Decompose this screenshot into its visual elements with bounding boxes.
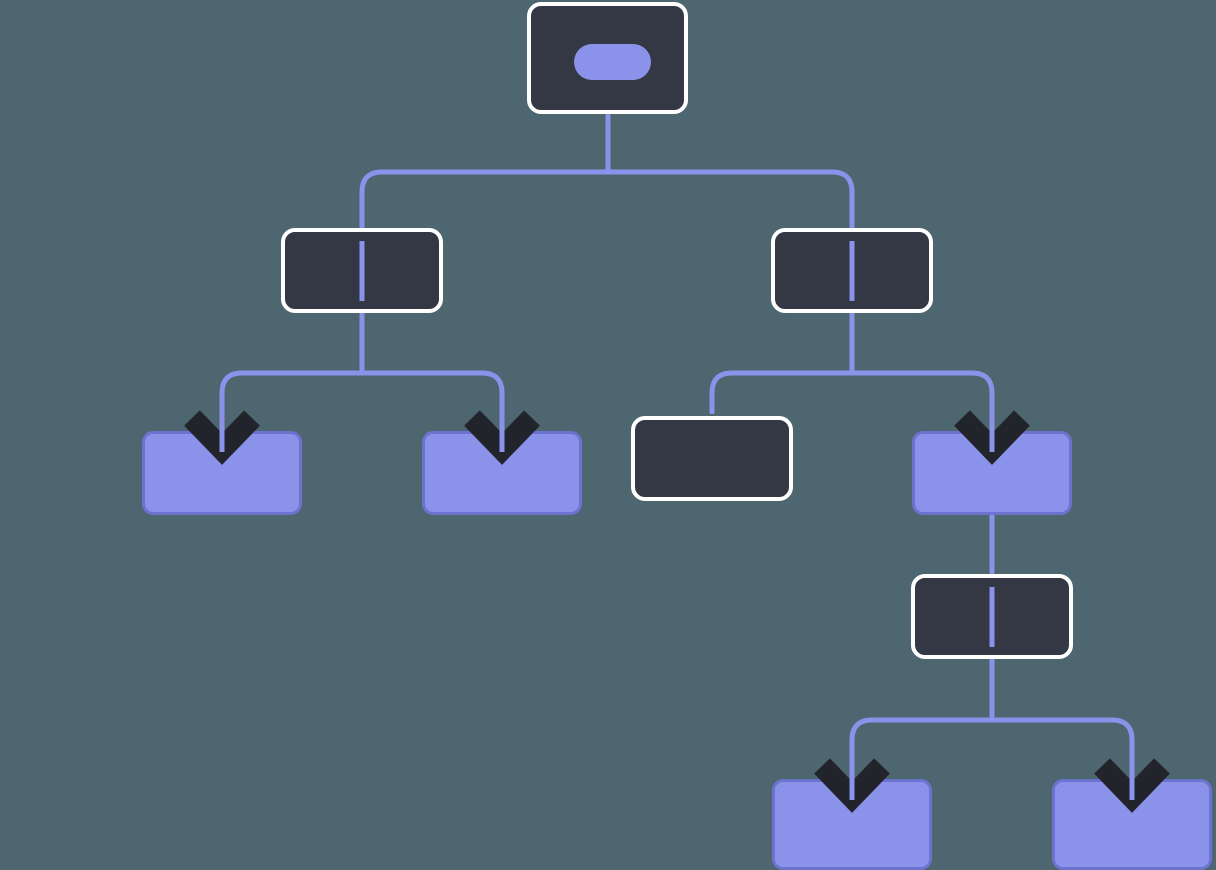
- node-branch-right[interactable]: [771, 228, 933, 313]
- root-pill-shape: [574, 44, 651, 80]
- node-root[interactable]: [527, 2, 688, 114]
- node-branch-left[interactable]: [281, 228, 443, 313]
- node-leaf-1[interactable]: [142, 431, 302, 515]
- node-dark-5[interactable]: [911, 574, 1073, 659]
- node-dark-3[interactable]: [631, 416, 793, 501]
- node-leaf-4[interactable]: [912, 431, 1072, 515]
- node-leaf-2[interactable]: [422, 431, 582, 515]
- node-leaf-5[interactable]: [772, 779, 932, 870]
- node-leaf-6[interactable]: [1052, 779, 1212, 870]
